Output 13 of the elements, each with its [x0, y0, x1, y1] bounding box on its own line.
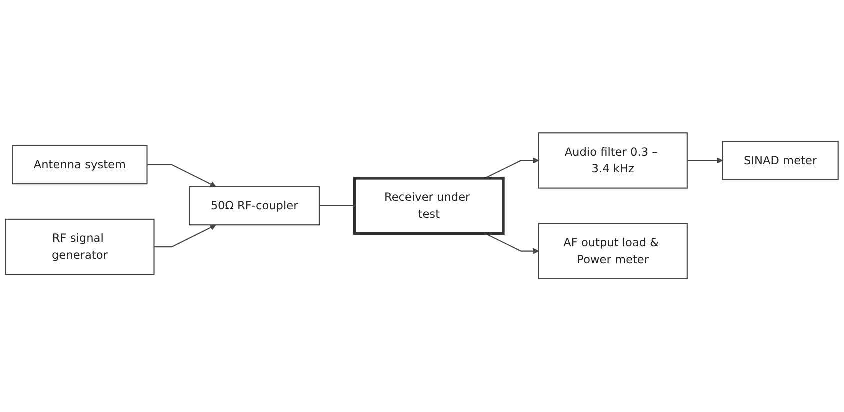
node-box: SINAD meter: [722, 141, 839, 180]
node-box: Audio filter 0.3 – 3.4 kHz: [538, 132, 688, 189]
arrow: [154, 224, 216, 248]
node-box: Antenna system: [12, 145, 148, 185]
node-box: RF signal generator: [5, 218, 155, 276]
node-box: AF output load & Power meter: [538, 223, 688, 280]
connector: [319, 205, 355, 207]
arrow: [147, 164, 216, 188]
arrow: [484, 158, 540, 179]
arrow: [484, 233, 540, 254]
node-box: 50Ω RF-coupler: [189, 186, 320, 226]
node-box: Receiver under test: [353, 177, 505, 235]
arrow: [687, 158, 724, 164]
